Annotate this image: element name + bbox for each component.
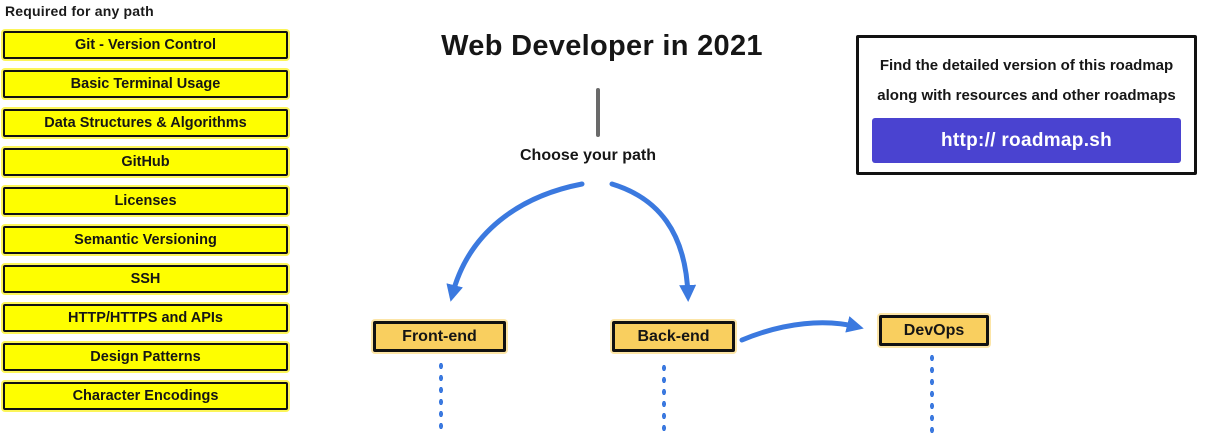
path-node-back-end[interactable]: Back-end bbox=[612, 321, 735, 352]
topic-box-licenses[interactable]: Licenses bbox=[3, 187, 288, 215]
topic-box-http[interactable]: HTTP/HTTPS and APIs bbox=[3, 304, 288, 332]
required-topics-heading: Required for any path bbox=[5, 3, 154, 19]
page-title: Web Developer in 2021 bbox=[441, 30, 763, 62]
topic-box-ssh[interactable]: SSH bbox=[3, 265, 288, 293]
title-connector-line bbox=[596, 88, 600, 137]
arrow-to-devops bbox=[739, 316, 864, 343]
path-node-front-end[interactable]: Front-end bbox=[373, 321, 506, 352]
choose-path-label: Choose your path bbox=[519, 147, 656, 164]
topic-box-encodings[interactable]: Character Encodings bbox=[3, 382, 288, 410]
devops-continuation-dots bbox=[929, 352, 935, 434]
info-line-1: Find the detailed version of this roadma… bbox=[879, 57, 1174, 74]
roadmap-info-box: Find the detailed version of this roadma… bbox=[856, 35, 1197, 175]
info-line-2: along with resources and other roadmaps bbox=[877, 87, 1176, 104]
required-topics-column: Required for any path Git - Version Cont… bbox=[3, 2, 289, 410]
required-topics-list: Git - Version Control Basic Terminal Usa… bbox=[3, 31, 289, 410]
topic-box-terminal[interactable]: Basic Terminal Usage bbox=[3, 70, 288, 98]
topic-box-design-patterns[interactable]: Design Patterns bbox=[3, 343, 288, 371]
path-node-devops[interactable]: DevOps bbox=[879, 315, 989, 346]
front-end-continuation-dots bbox=[438, 360, 444, 432]
back-end-continuation-dots bbox=[661, 362, 667, 434]
topic-box-dsa[interactable]: Data Structures & Algorithms bbox=[3, 109, 288, 137]
arrow-to-back-end bbox=[609, 181, 697, 302]
arrow-to-front-end bbox=[446, 181, 585, 302]
topic-box-git[interactable]: Git - Version Control bbox=[3, 31, 288, 59]
topic-box-github[interactable]: GitHub bbox=[3, 148, 288, 176]
topic-box-semver[interactable]: Semantic Versioning bbox=[3, 226, 288, 254]
roadmap-link-button[interactable]: http:// roadmap.sh bbox=[872, 118, 1181, 163]
